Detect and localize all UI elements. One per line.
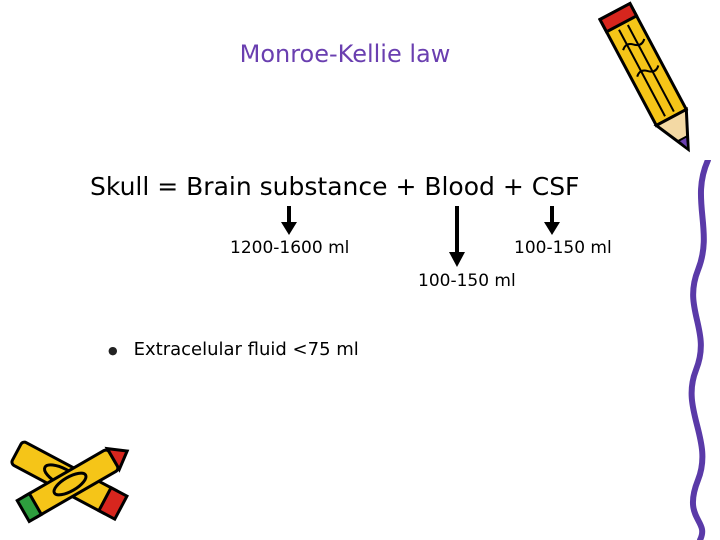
blood-volume-label: 100-150 ml [418,271,516,291]
arrow-down-icon [449,206,465,267]
bullet-icon: ● [108,343,118,357]
brain-volume-label: 1200-1600 ml [230,238,350,258]
squiggle-decoration [688,160,711,540]
arrow-down-icon [544,206,560,235]
bullet-item: ● Extracelular fluid <75 ml [108,339,359,360]
csf-volume-label: 100-150 ml [514,238,612,258]
bullet-text: Extracelular fluid <75 ml [133,339,359,360]
pencil-icon [598,1,690,153]
slide-title: Monroe-Kellie law [239,40,451,68]
arrow-down-icon [281,206,297,235]
pencil-icon [10,440,130,524]
equation-text: Skull = Brain substance + Blood + CSF [90,172,580,201]
